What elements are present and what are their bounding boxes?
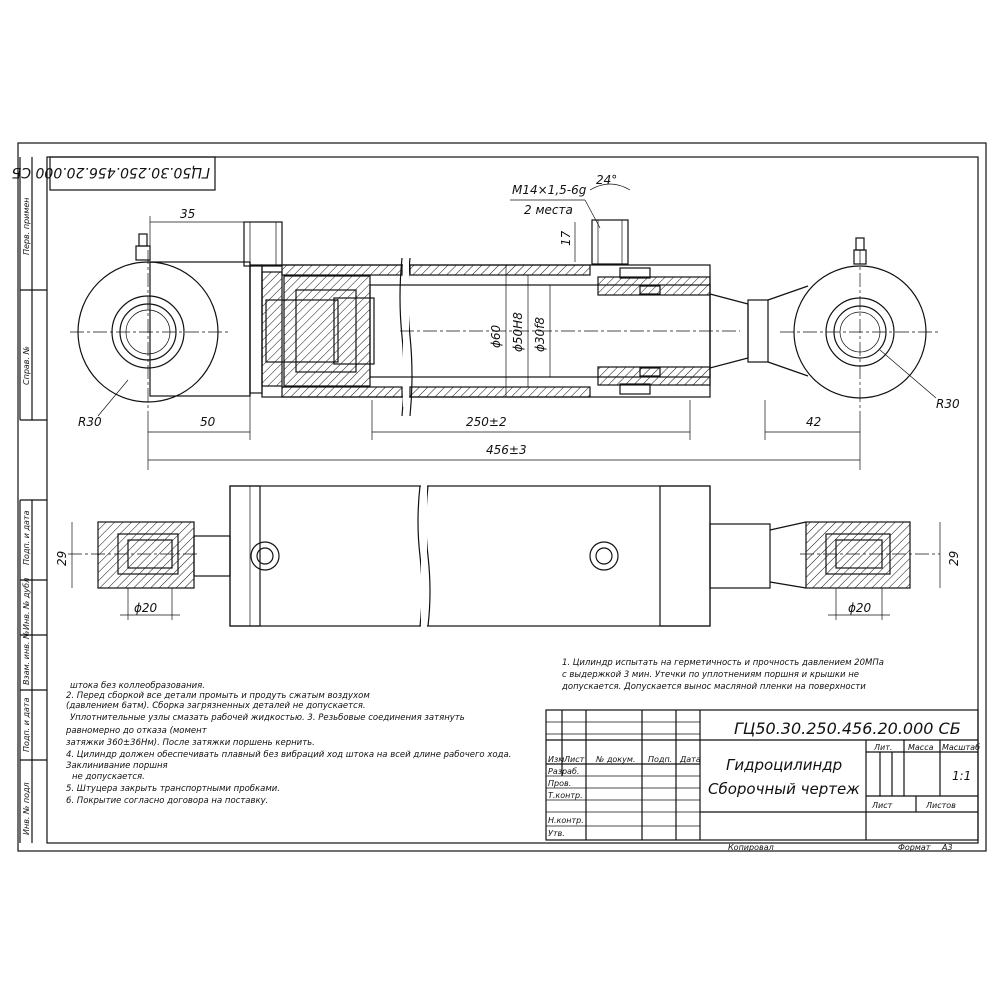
note-left-5: затяжки 360±36Нм). После затяжки поршень… <box>66 738 315 748</box>
side-label-vzam: Взам. инв. № <box>22 631 31 685</box>
stamp-code-rotated: ГЦ50.30.250.456.20.000 СБ <box>12 164 210 180</box>
bottom-barrel <box>229 485 711 627</box>
left-clevis <box>149 261 251 397</box>
tb-hdr-podp: Подп. <box>648 755 672 764</box>
tb-hdr-list: Лист <box>563 755 585 764</box>
side-label-podp2: Подп. и дата <box>22 697 31 752</box>
note-right-0: 1. Цилиндр испытать на герметичность и п… <box>562 658 884 668</box>
side-column: Перв. примен Справ. № Подп. и дата Инв. … <box>19 157 47 843</box>
dim-phi20-right: ϕ20 <box>848 601 872 615</box>
note-left-9: 5. Штуцера закрыть транспортными пробкам… <box>66 784 280 794</box>
tb-scale: 1:1 <box>952 769 971 783</box>
dim-29-left: 29 <box>55 551 69 566</box>
notes-left: штока без коллеобразования. 2. Перед сбо… <box>65 681 511 806</box>
note-left-4: равномерно до отказа (момент <box>65 726 208 736</box>
tb-hdr-data: Дата <box>679 755 701 764</box>
dim-angle: 24° <box>596 173 617 187</box>
note-right-1: с выдержкой 3 мин. Утечки по уплотнениям… <box>562 670 859 680</box>
dim-r30-left: R30 <box>78 415 102 429</box>
tb-role-razrab: Разраб. <box>548 767 579 776</box>
title-block: Изм Лист № докум. Подп. Дата Разраб. Про… <box>545 709 980 841</box>
tb-role-utv: Утв. <box>548 829 565 838</box>
tb-mass: Масса <box>908 743 934 752</box>
tb-code: ГЦ50.30.250.456.20.000 СБ <box>734 719 961 738</box>
side-label-perv: Перв. примен <box>22 197 31 255</box>
dim-r30-right: R30 <box>936 397 960 411</box>
note-left-8: не допускается. <box>72 772 145 782</box>
dim-29-right: 29 <box>947 551 961 566</box>
dim-phi50: ϕ50H8 <box>511 312 525 352</box>
tb-lit: Лит. <box>873 743 892 752</box>
note-left-2: (давлением 6атм). Сборка загрязненных де… <box>66 701 366 711</box>
tb-doc-type: Сборочный чертеж <box>708 780 860 798</box>
note-left-10: 6. Покрытие согласно договора на поставк… <box>66 796 268 806</box>
tb-role-tkontr: Т.контр. <box>548 791 583 800</box>
note-left-7: Заклинивание поршня <box>66 761 168 771</box>
tb-copied: Копировал <box>728 843 774 852</box>
tb-sheet: Лист <box>871 801 893 810</box>
side-label-dubl: Инв. № дубл <box>22 578 31 630</box>
side-label-podl: Инв. № подл <box>22 782 31 835</box>
tb-hdr-izm: Изм <box>548 755 564 764</box>
note-left-1: 2. Перед сборкой все детали промыть и пр… <box>66 691 370 701</box>
dim-phi30: ϕ30f8 <box>533 317 547 352</box>
dim-50: 50 <box>200 415 216 429</box>
dim-thread: М14×1,5-6g <box>512 183 587 197</box>
note-left-6: 4. Цилиндр должен обеспечивать плавный б… <box>66 750 511 760</box>
tb-scale-label: Масштаб <box>942 743 980 752</box>
tb-format: А3 <box>941 843 953 852</box>
tb-sheets: Листов <box>925 801 956 810</box>
stamp-code-box <box>49 156 216 191</box>
port-left <box>250 541 280 571</box>
tb-name: Гидроцилиндр <box>726 756 842 774</box>
dim-phi20-left: ϕ20 <box>134 601 158 615</box>
dim-42: 42 <box>806 415 821 429</box>
tb-role-prov: Пров. <box>548 779 571 788</box>
tb-hdr-docum: № докум. <box>595 755 635 764</box>
side-label-sprav: Справ. № <box>22 346 31 385</box>
note-left-3: Уплотнительные узлы смазать рабочей жидк… <box>70 713 465 723</box>
dim-456: 456±3 <box>486 443 527 457</box>
note-left-0: штока без коллеобразования. <box>70 681 205 691</box>
piston <box>283 275 371 387</box>
bottom-view: 29 29 ϕ20 ϕ20 <box>55 484 961 628</box>
notes-right: 1. Цилиндр испытать на герметичность и п… <box>561 658 884 692</box>
sheet-outer-frame <box>17 142 987 852</box>
dim-places: 2 места <box>524 203 573 217</box>
note-right-2: допускается. Допускается вынос масляной … <box>561 682 866 692</box>
side-label-podp1: Подп. и дата <box>22 510 31 565</box>
main-view: 35 М14×1,5-6g 2 места 24° 17 ϕ60 ϕ50H8 ϕ… <box>70 173 960 470</box>
dim-35: 35 <box>180 207 195 221</box>
dim-250: 250±2 <box>466 415 507 429</box>
port-right <box>589 541 619 571</box>
tb-role-nkontr: Н.контр. <box>548 816 584 825</box>
dim-phi60: ϕ60 <box>489 324 503 348</box>
dim-17: 17 <box>559 230 573 246</box>
tb-format-label: Формат <box>898 843 931 852</box>
